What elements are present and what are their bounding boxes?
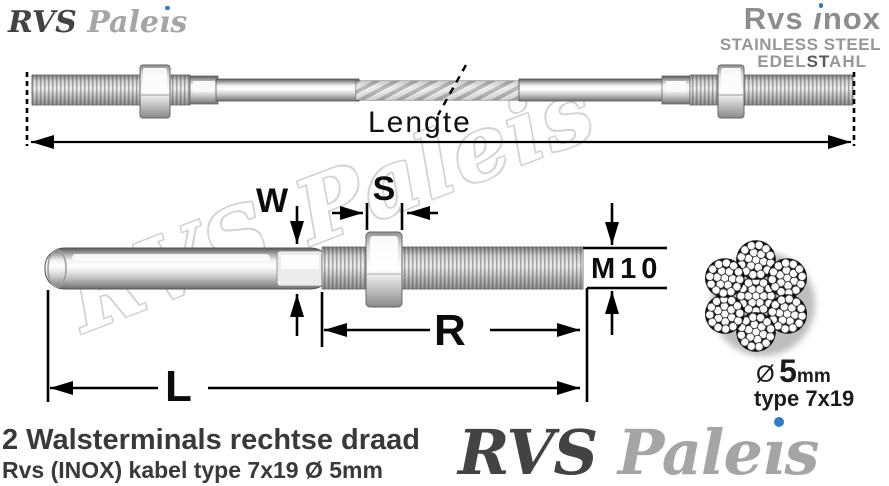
dim-label-s: S <box>372 170 396 208</box>
cable-diameter-label: Ø 5mm <box>756 353 831 389</box>
caption-product-subtitle: Rvs (INOX) kabel type 7x19 Ø 5mm <box>2 457 383 483</box>
blue-dot-icon <box>818 2 824 8</box>
l-dimension <box>46 290 580 402</box>
hex-nut-left <box>139 64 171 119</box>
swage-tube <box>44 247 331 290</box>
assembly-drawing <box>25 64 856 149</box>
dim-label-lengte: Lengte <box>368 106 472 139</box>
hex-nut <box>365 231 403 308</box>
threaded-end <box>321 246 584 290</box>
dim-label-w: W <box>255 182 289 220</box>
dim-label-r: R <box>434 306 466 355</box>
terminal-body-left <box>189 75 360 105</box>
logo-rvs-text: RVS <box>458 416 598 486</box>
r-dimension <box>320 292 580 347</box>
stainless-steel-label: STAINLESS STEEL <box>719 35 881 54</box>
length-dimension <box>25 72 856 149</box>
hex-nut-right <box>717 64 745 119</box>
break-line <box>436 64 468 116</box>
caption-product-title: 2 Walsterminals rechtse draad <box>2 424 420 456</box>
cable-type-label: type 7x19 <box>754 386 855 411</box>
s-dimension <box>332 203 438 230</box>
terminal-detail-drawing <box>44 203 667 402</box>
dim-label-l: L <box>165 362 192 411</box>
cable-cross-section <box>697 236 815 358</box>
logo-rvs-text: RVS <box>8 5 77 40</box>
blue-dot-icon <box>165 5 171 11</box>
terminal-body-right <box>518 75 691 105</box>
diameter-symbol: Ø <box>756 361 775 388</box>
m10-dimension <box>583 203 667 402</box>
blue-dot-icon <box>774 417 785 428</box>
threaded-rod-right <box>689 74 854 106</box>
edelstahl-label: EDELSTAHL <box>757 52 867 71</box>
wire-cable <box>355 80 522 101</box>
dim-label-m10: M10 <box>591 253 663 285</box>
